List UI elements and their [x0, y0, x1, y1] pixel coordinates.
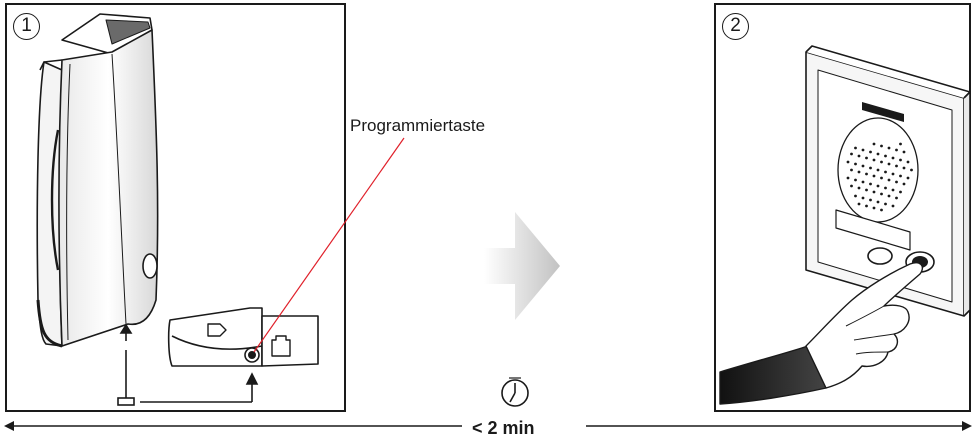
- grille-dot: [902, 182, 906, 186]
- grille-dot: [861, 196, 865, 200]
- grille-dot: [865, 156, 868, 160]
- timeline-arrow: [4, 421, 972, 431]
- grille-dot: [906, 176, 910, 180]
- finger-press-icon: [719, 262, 924, 405]
- grille-dot: [861, 180, 865, 184]
- grille-dot: [865, 188, 868, 192]
- grille-dot: [887, 162, 891, 166]
- grille-dot: [902, 150, 906, 154]
- clock-icon: [501, 377, 529, 407]
- grille-dot: [872, 142, 876, 146]
- grille-dot: [876, 200, 880, 204]
- grille-dot: [884, 186, 887, 190]
- grille-dot: [854, 162, 857, 166]
- programming-button-label: Programmiertaste: [350, 116, 486, 135]
- intercom-handset-icon: [36, 13, 159, 348]
- grille-dot: [895, 148, 898, 152]
- speaker-grille-dots: [846, 142, 913, 212]
- grille-dot: [869, 166, 872, 170]
- grille-dot: [880, 160, 883, 164]
- grille-dot: [891, 188, 895, 192]
- grille-dot: [850, 184, 853, 188]
- grille-dot: [884, 154, 887, 158]
- grille-dot: [872, 158, 876, 162]
- grille-dot: [902, 166, 906, 170]
- grille-dot: [910, 168, 913, 172]
- grille-dot: [872, 206, 876, 210]
- wall-base-unit: [167, 307, 319, 367]
- grille-dot: [880, 208, 883, 212]
- grille-dot: [869, 150, 872, 154]
- grille-dot: [880, 144, 883, 148]
- grille-dot: [857, 170, 861, 174]
- grille-dot: [857, 202, 861, 206]
- grille-dot: [891, 172, 895, 176]
- arrow-right-icon: [484, 212, 560, 320]
- grille-dot: [895, 164, 898, 168]
- grille-dot: [899, 190, 902, 194]
- grille-dot: [876, 152, 880, 156]
- grille-dot: [869, 198, 872, 202]
- grille-dot: [861, 148, 865, 152]
- grille-dot: [857, 186, 861, 190]
- grille-dot: [865, 204, 868, 208]
- door-station-panel-icon: [805, 45, 971, 317]
- grille-dot: [899, 158, 902, 162]
- grille-dot: [891, 156, 895, 160]
- grille-dot: [880, 176, 883, 180]
- grille-dot: [876, 168, 880, 172]
- step-number-1: 1: [13, 13, 40, 40]
- grille-dot: [857, 154, 861, 158]
- grille-dot: [872, 174, 876, 178]
- grille-dot: [869, 182, 872, 186]
- grille-dot: [854, 194, 857, 198]
- step-number-2: 2: [722, 13, 749, 40]
- grille-dot: [850, 152, 853, 156]
- callout-leader-line: [253, 137, 405, 353]
- grille-dot: [895, 196, 898, 200]
- grille-dot: [891, 204, 895, 208]
- grille-dot: [899, 174, 902, 178]
- duration-label: < 2 min: [472, 418, 535, 438]
- grille-dot: [884, 170, 887, 174]
- grille-dot: [906, 160, 910, 164]
- grille-dot: [887, 194, 891, 198]
- grille-dot: [854, 178, 857, 182]
- grille-dot: [850, 168, 853, 172]
- grille-dot: [884, 202, 887, 206]
- grille-dot: [887, 178, 891, 182]
- cable-plug-icon: [117, 323, 259, 406]
- grille-dot: [872, 190, 876, 194]
- grille-dot: [895, 180, 898, 184]
- grille-dot: [846, 176, 850, 180]
- grille-dot: [880, 192, 883, 196]
- grille-dot: [854, 146, 857, 150]
- grille-dot: [876, 184, 880, 188]
- grille-dot: [861, 164, 865, 168]
- grille-dot: [899, 142, 902, 146]
- grille-dot: [846, 160, 850, 164]
- grille-dot: [887, 146, 891, 150]
- grille-dot: [865, 172, 868, 176]
